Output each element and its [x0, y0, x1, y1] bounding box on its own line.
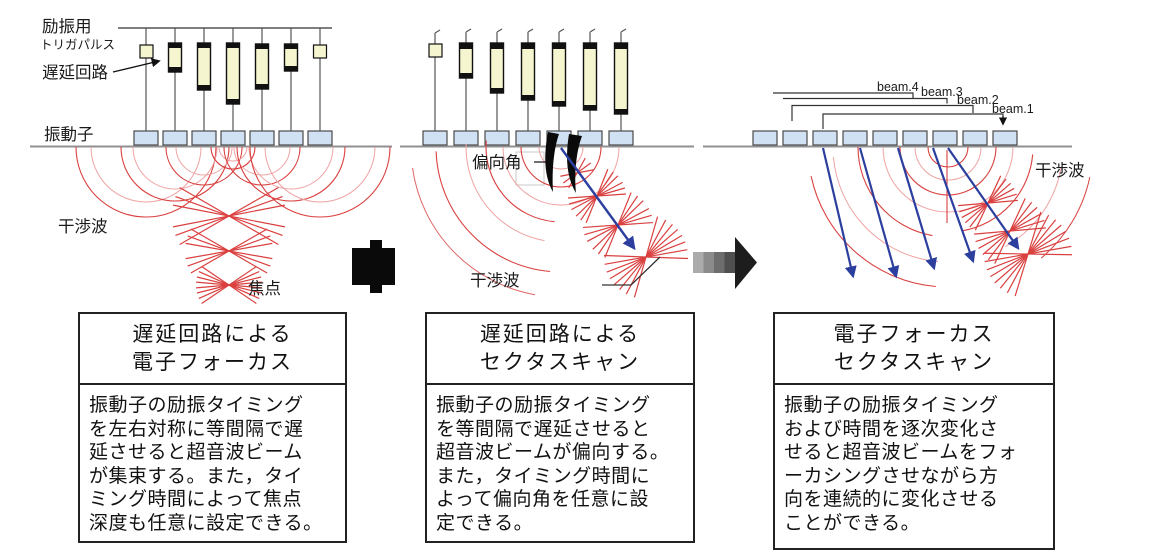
transducer	[577, 130, 603, 146]
right-caption-body: 振動子の励振タイミング および時間を逐次変化さ せると超音波ビームをフォ ーカシ…	[784, 395, 1018, 534]
focus-point-cluster	[196, 266, 262, 304]
transducer	[992, 130, 1018, 146]
focus-cluster-mid	[185, 228, 273, 274]
focus-point-label: 焦点	[248, 279, 281, 298]
delay-bar	[613, 42, 629, 115]
transducer	[782, 130, 808, 146]
bracket-beam4	[773, 92, 914, 98]
diagram-canvas: 励振用 トリガパルス 遅延回路 振動子 干渉波 焦点	[30, 17, 1091, 304]
beam4-label: beam.4	[877, 80, 919, 94]
transducer	[484, 130, 510, 146]
delay-bar	[254, 43, 270, 90]
transducer	[812, 130, 838, 146]
transducer-label: 振動子	[44, 125, 94, 144]
delay-bar	[428, 43, 443, 58]
right-caption-box: 電子フォーカス セクタスキャン 振動子の励振タイミング および時間を逐次変化さ …	[773, 312, 1055, 550]
delay-bar	[139, 44, 154, 59]
right-panel: beam.4 beam.3 beam.2 beam.1	[703, 80, 1091, 297]
middle-caption-box: 遅延回路による セクタスキャン 振動子の励振タイミング を等間隔で遅延させると …	[425, 312, 695, 543]
trigger-pulse-label-line1: 励振用	[42, 17, 92, 36]
right-caption-title: 電子フォーカス セクタスキャン	[775, 314, 1053, 385]
beam-arrow	[947, 147, 1020, 250]
beam3-label: beam.3	[921, 85, 963, 99]
delay-circuit-pointer-arrow	[112, 58, 161, 73]
transducer	[842, 130, 868, 146]
transducer	[932, 130, 958, 146]
angle-guide-box	[515, 151, 545, 186]
delay-circuit-label: 遅延回路	[42, 63, 109, 82]
interference-arcs	[412, 140, 620, 296]
transducer-row	[133, 130, 333, 146]
left-panel: 励振用 トリガパルス 遅延回路 振動子 干渉波 焦点	[30, 17, 392, 304]
steered-beam-arrows	[821, 147, 1020, 279]
transducer	[133, 130, 159, 146]
transducer	[515, 130, 541, 146]
beam-arrow	[931, 147, 976, 264]
transducer	[307, 130, 333, 146]
deflection-wedge-icon	[545, 132, 559, 192]
transducer-row	[752, 130, 1018, 146]
beam1-label: beam.1	[992, 102, 1034, 116]
transducer	[872, 130, 898, 146]
transducer	[902, 130, 928, 146]
transducer	[422, 130, 448, 146]
element-wires	[434, 28, 627, 131]
angle-mark	[602, 256, 661, 286]
middle-caption-body: 振動子の励振タイミング を等間隔で遅延させると 超音波ビームが偏向する。 また，…	[436, 395, 670, 534]
interference-wave-label-right: 干渉波	[1035, 161, 1085, 180]
transducer	[962, 130, 988, 146]
transducer	[453, 130, 479, 146]
delay-bar	[582, 42, 598, 111]
wavefront-clusters	[560, 157, 688, 298]
focus-cluster-wide	[172, 186, 286, 246]
transducer	[278, 130, 304, 146]
transducer	[162, 130, 188, 146]
beam-arrow	[858, 147, 900, 279]
interference-wave-label-left: 干渉波	[58, 217, 108, 236]
left-caption-title: 遅延回路による 電子フォーカス	[80, 314, 345, 385]
delay-bar	[489, 42, 505, 94]
middle-caption-title: 遅延回路による セクタスキャン	[427, 314, 693, 385]
transducer	[191, 130, 217, 146]
transducer	[220, 130, 246, 146]
bracket-beam2	[791, 104, 974, 121]
interference-wave-label-middle: 干渉波	[470, 271, 520, 290]
left-caption-body: 振動子の励振タイミング を左右対称に等間隔で遅 延させると超音波ビーム が集束す…	[89, 395, 323, 534]
transducer	[752, 130, 778, 146]
delay-bar	[312, 44, 328, 59]
beam2-label: beam.2	[957, 93, 999, 107]
bracket-beam1	[822, 113, 1004, 129]
interference-arcs	[75, 146, 391, 218]
delay-bar	[196, 42, 212, 91]
wavefront-clusters	[958, 175, 1073, 297]
transducer	[249, 130, 275, 146]
delay-elements	[139, 42, 328, 105]
delay-elements	[428, 42, 629, 115]
left-caption-box: 遅延回路による 電子フォーカス 振動子の励振タイミング を左右対称に等間隔で遅 …	[78, 312, 347, 543]
delay-bar	[520, 42, 536, 101]
transducer	[608, 130, 634, 146]
beam-arrow	[896, 147, 938, 271]
beam-arrow	[821, 147, 857, 279]
transducer-row	[422, 130, 634, 146]
delay-bar	[225, 42, 241, 105]
arrow-connector-icon	[693, 237, 757, 289]
deflection-wedge-icon	[567, 134, 582, 193]
step-connector-icon	[352, 240, 395, 293]
delay-bar	[551, 42, 567, 107]
middle-panel: 偏向角 干渉波	[400, 28, 694, 298]
bracket-beam3	[783, 97, 948, 104]
trigger-pulse-label-line2: トリガパルス	[40, 38, 115, 52]
deflected-beam-arrow	[560, 147, 636, 251]
deflection-angle-label: 偏向角	[472, 153, 522, 172]
